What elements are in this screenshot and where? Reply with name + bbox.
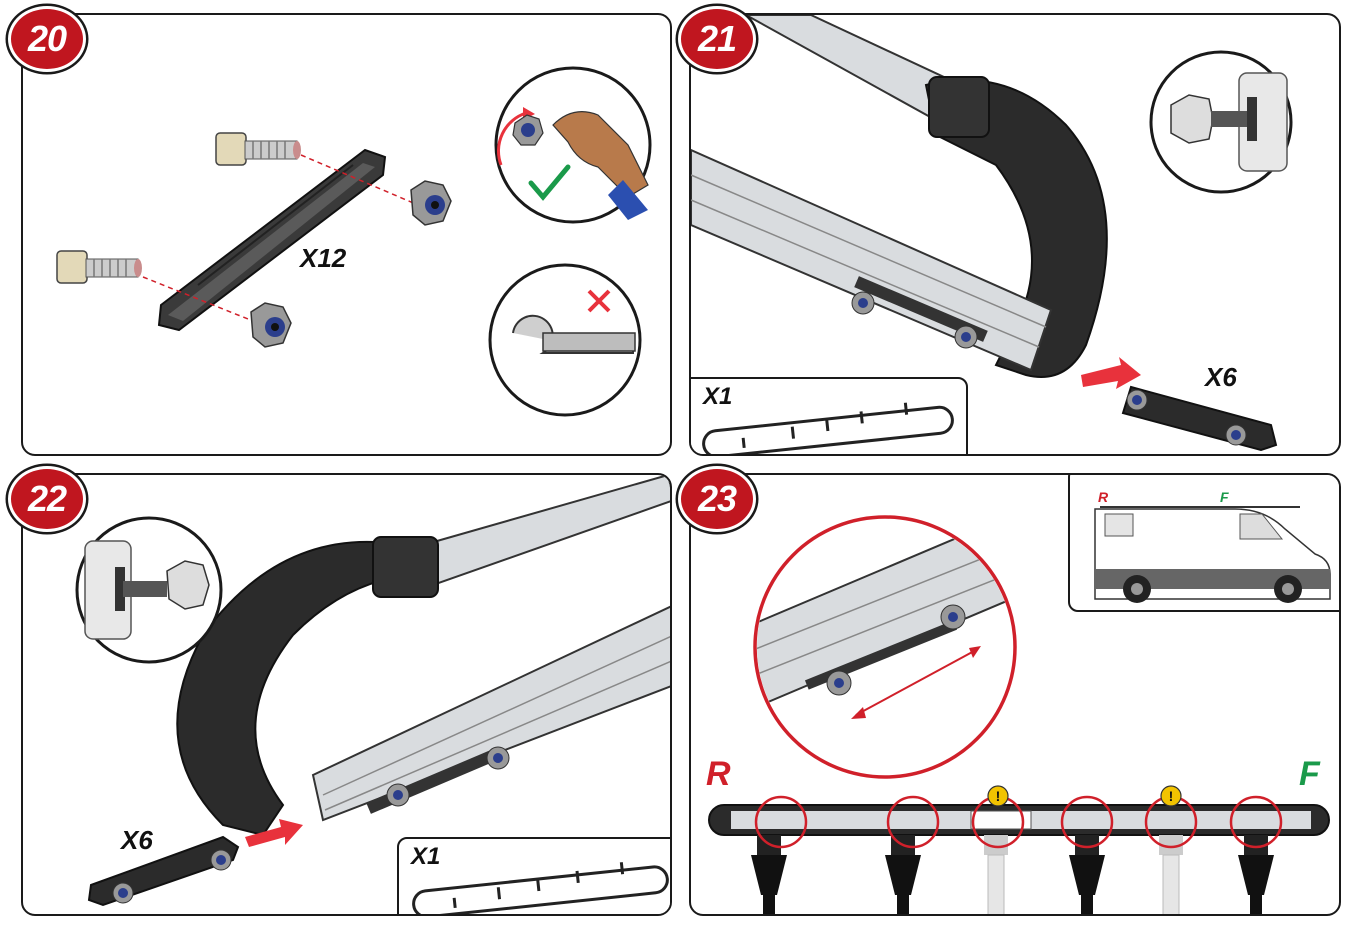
step-22-quantity: X6 — [121, 825, 153, 855]
rail-nut — [386, 746, 510, 807]
step-21-quantity: X6 — [1205, 362, 1237, 392]
rear-label: R — [706, 755, 731, 793]
bolt-in-slot-detail — [1149, 50, 1293, 194]
van-front-label: F — [1220, 489, 1229, 505]
van-rear-label: R — [1098, 489, 1109, 505]
t-bolt-lower — [56, 250, 142, 284]
slotted-plate — [1121, 385, 1278, 452]
svg-text:!: ! — [1169, 788, 1174, 804]
nut-lower — [250, 302, 292, 348]
bolt-in-slot-detail — [75, 516, 223, 664]
lower-rail — [311, 605, 670, 822]
support-legs — [751, 835, 1274, 914]
step-21-badge: 21 — [678, 6, 756, 72]
step-22-illustration — [75, 475, 670, 907]
slotted-plate — [157, 148, 387, 332]
cross-icon — [587, 289, 611, 313]
step-23-illustration: ! ! — [708, 515, 1330, 914]
step-21-kit-inset: X1 — [691, 377, 968, 454]
rail-nut — [851, 291, 978, 349]
step-20-quantity: X12 — [300, 243, 347, 273]
step-21-panel: X6 X1 — [689, 13, 1341, 456]
nut-upper — [410, 180, 452, 226]
rail-top-view — [708, 804, 1330, 836]
slide-strip-illustration — [702, 402, 954, 454]
svg-text:!: ! — [996, 788, 1001, 804]
step-21-illustration — [691, 15, 1293, 452]
van-illustration — [1094, 506, 1331, 603]
step-23-panel: ! ! R F R F — [689, 473, 1341, 916]
warning-icon: ! — [1160, 785, 1182, 807]
end-cap — [176, 541, 425, 837]
hand-tighten-detail — [494, 66, 652, 224]
step-22-badge: 22 — [8, 466, 86, 532]
step-21-kit-quantity: X1 — [703, 383, 733, 410]
front-label: F — [1299, 755, 1320, 793]
van-inset: R F — [1068, 475, 1339, 612]
insert-arrow — [1081, 357, 1141, 389]
step-22-panel: X6 X1 — [21, 473, 672, 916]
step-22-kit-inset: X1 — [397, 837, 670, 914]
step-20-badge: 20 — [8, 6, 86, 72]
step-22-kit-quantity: X1 — [411, 843, 441, 870]
check-icon — [528, 164, 571, 201]
step-23-badge: 23 — [678, 466, 756, 532]
slotted-plate — [87, 835, 240, 907]
lower-rail — [691, 148, 1053, 372]
slide-strip-illustration — [412, 862, 669, 914]
step-20-panel: X12 — [21, 13, 672, 456]
warning-icon: ! — [987, 785, 1009, 807]
insert-arrow — [245, 819, 303, 847]
end-cap — [924, 79, 1108, 378]
step-20-illustration — [56, 66, 652, 417]
no-wrench-detail — [488, 263, 642, 417]
t-bolt-upper — [215, 132, 301, 166]
slide-adjust-detail — [753, 515, 1017, 779]
double-arrow-icon — [851, 646, 981, 719]
